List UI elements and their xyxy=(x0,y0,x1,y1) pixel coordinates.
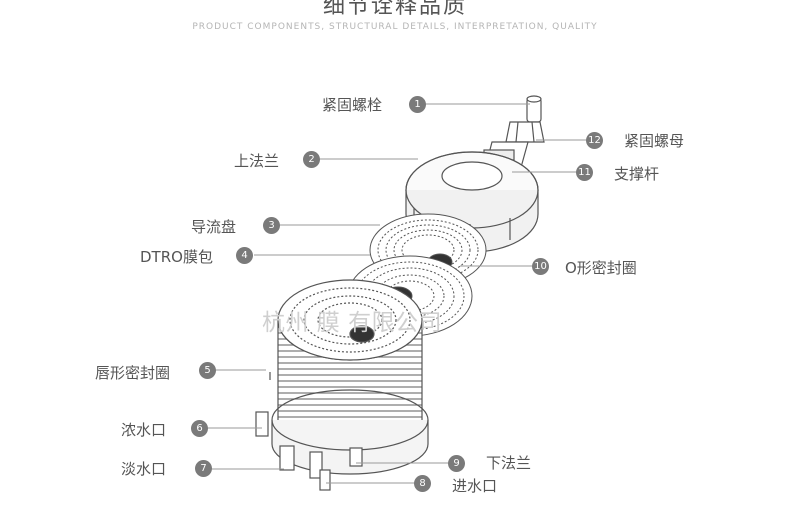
watermark: 杭州 膜 有限公司 xyxy=(262,310,443,336)
callout-badge-4: 4 xyxy=(236,247,253,264)
callout-badge-7: 7 xyxy=(195,460,212,477)
callout-label-flow-guide-disc: 导流盘 xyxy=(191,218,237,236)
callout-label-dtro-membrane: DTRO膜包 xyxy=(140,248,213,266)
callout-badge-11: 11 xyxy=(576,164,593,181)
callout-label-upper-flange: 上法兰 xyxy=(234,152,280,170)
callout-badge-8: 8 xyxy=(414,475,431,492)
fastening-bolt xyxy=(526,95,542,123)
ports xyxy=(255,411,363,491)
callout-label-fastening-bolt: 紧固螺栓 xyxy=(322,96,383,114)
callout-badge-12: 12 xyxy=(586,132,603,149)
callout-badge-10: 10 xyxy=(532,258,549,275)
callout-badge-5: 5 xyxy=(199,362,216,379)
callout-badge-6: 6 xyxy=(191,420,208,437)
callout-label-lip-seal: 唇形密封圈 xyxy=(95,364,171,382)
page-title: 细节诠释品质 xyxy=(322,0,467,19)
callout-badge-1: 1 xyxy=(409,96,426,113)
callout-label-lower-flange: 下法兰 xyxy=(486,454,532,472)
callout-badge-2: 2 xyxy=(303,151,320,168)
fastening-nut xyxy=(505,121,545,143)
callout-label-fastening-nut: 紧固螺母 xyxy=(624,132,685,150)
callout-label-permeate-port: 淡水口 xyxy=(121,460,167,478)
callout-label-o-ring: O形密封圈 xyxy=(565,259,637,277)
callout-label-inlet-port: 进水口 xyxy=(452,477,498,495)
page-subtitle: PRODUCT COMPONENTS, STRUCTURAL DETAILS, … xyxy=(192,22,598,32)
callout-label-concentrate-port: 浓水口 xyxy=(121,421,167,439)
callout-label-support-rod: 支撑杆 xyxy=(614,165,660,183)
callout-badge-9: 9 xyxy=(448,455,465,472)
callout-badge-3: 3 xyxy=(263,217,280,234)
leader-lines xyxy=(208,103,586,484)
